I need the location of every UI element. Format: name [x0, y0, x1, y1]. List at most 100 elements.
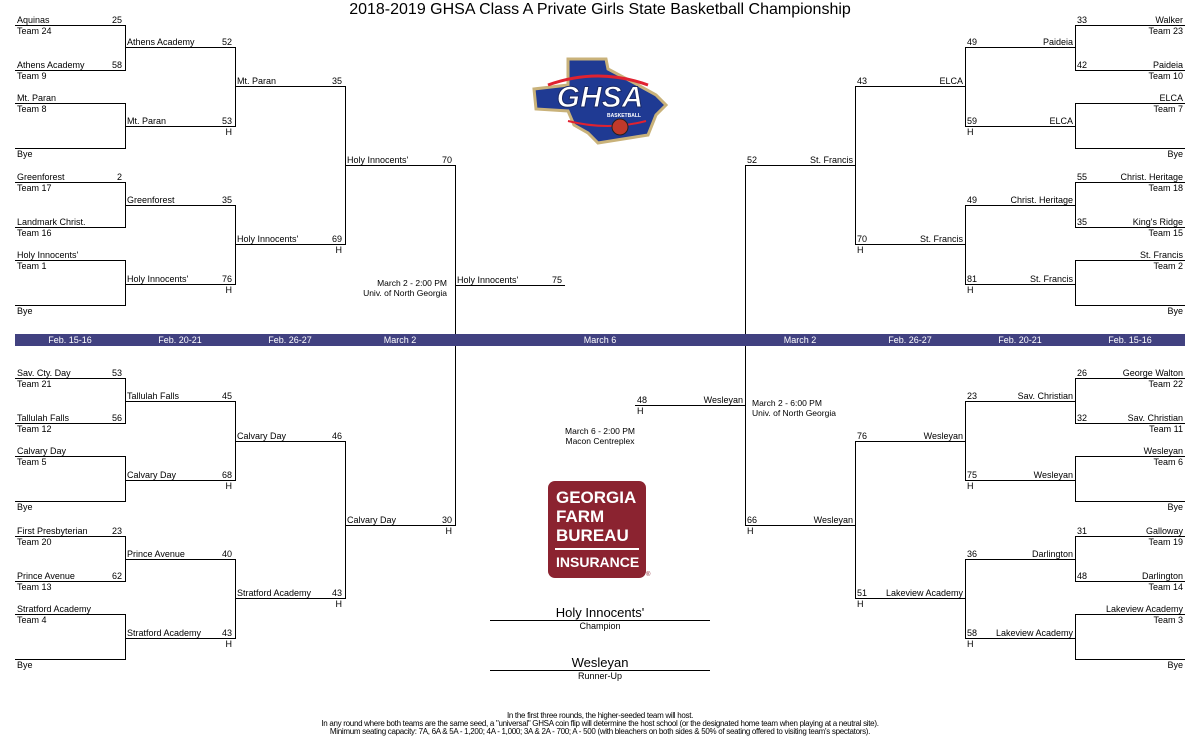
team-score: 56 — [111, 413, 122, 423]
runner-up-name: Wesleyan — [571, 655, 629, 670]
team-name: Prince Avenue — [17, 571, 75, 581]
bracket-line — [1075, 456, 1185, 457]
bracket-connector — [1075, 614, 1076, 660]
team-name: ELCA — [939, 76, 963, 86]
ghsa-logo: GHSA BASKETBALL — [532, 57, 669, 145]
team-score: 46 — [331, 431, 342, 441]
bracket-line — [855, 244, 965, 245]
host-marker: H — [637, 406, 644, 416]
round-date-label: March 6 — [583, 335, 617, 345]
team-name: Tallulah Falls — [17, 413, 70, 423]
team-name: Landmark Christ. — [17, 217, 86, 227]
bracket-line — [125, 205, 235, 206]
sponsor-line: BUREAU — [556, 526, 629, 545]
team-name: Holy Innocents' — [457, 275, 519, 285]
georgia-farm-bureau-logo: GEORGIA FARM BUREAU INSURANCE — [548, 481, 646, 578]
team-score: 23 — [111, 526, 122, 536]
team-name: Stratford Academy — [17, 604, 92, 614]
bracket-line — [15, 305, 125, 306]
team-seed: Bye — [17, 306, 33, 316]
team-seed: Team 11 — [1149, 424, 1183, 434]
bracket-line — [15, 501, 125, 502]
bracket-connector — [1075, 260, 1076, 306]
bracket-line — [15, 260, 125, 261]
team-score: 31 — [1077, 526, 1088, 536]
team-name: ELCA — [1049, 116, 1073, 126]
host-marker: H — [747, 526, 754, 536]
bracket-line — [125, 638, 235, 639]
team-name: Lakeview Academy — [885, 588, 963, 598]
bracket-connector — [1075, 103, 1076, 149]
bracket-connector — [125, 260, 126, 306]
team-name: Stratford Academy — [237, 588, 312, 598]
team-name: Lakeview Academy — [1105, 604, 1183, 614]
bracket-line — [455, 285, 565, 286]
team-score: 25 — [111, 15, 122, 25]
team-name: Galloway — [1145, 526, 1183, 536]
team-name: Sav. Christian — [1127, 413, 1183, 423]
ghsa-logo-text: GHSA — [557, 81, 644, 114]
team-name: St. Francis — [1029, 274, 1073, 284]
team-name: Mt. Paran — [127, 116, 167, 126]
team-score: 35 — [1077, 217, 1088, 227]
bracket-line — [1075, 378, 1185, 379]
sponsor-divider — [555, 548, 639, 550]
team-name: Sav. Christian — [1017, 391, 1073, 401]
game-time: March 6 - 2:00 PM — [565, 426, 635, 436]
bracket-line — [15, 103, 125, 104]
bracket-line — [1075, 70, 1185, 71]
bracket-line — [1075, 581, 1185, 582]
bracket-connector — [235, 205, 236, 285]
team-name: Aquinas — [17, 15, 50, 25]
team-name: Wesleyan — [703, 395, 743, 405]
bracket-line — [965, 401, 1075, 402]
team-name: Holy Innocents' — [347, 155, 409, 165]
team-seed: Team 8 — [17, 104, 47, 114]
bracket-connector — [125, 25, 126, 71]
team-score: 66 — [747, 515, 758, 525]
bracket-line — [1075, 182, 1185, 183]
bracket-connector — [1075, 536, 1076, 582]
bracket-connector — [345, 441, 346, 599]
team-seed: Team 13 — [17, 582, 52, 592]
team-seed: Team 9 — [17, 71, 47, 81]
host-marker: H — [225, 127, 233, 137]
round-date-label: Feb. 15-16 — [1108, 335, 1152, 345]
team-name: Holy Innocents' — [17, 250, 79, 260]
team-score: 68 — [221, 470, 232, 480]
bracket-line — [965, 47, 1075, 48]
champion-line — [490, 620, 710, 621]
host-marker: H — [225, 481, 233, 491]
team-name: Christ. Heritage — [1120, 172, 1183, 182]
team-score: 26 — [1077, 368, 1088, 378]
bracket-connector — [965, 559, 966, 639]
team-seed: Bye — [17, 149, 33, 159]
team-score: 75 — [967, 470, 978, 480]
bracket-line — [965, 126, 1075, 127]
team-name: St. Francis — [1139, 250, 1183, 260]
team-name: Calvary Day — [17, 446, 67, 456]
runner-up-line — [490, 670, 710, 671]
bracket-line — [15, 536, 125, 537]
champion-name: Holy Innocents' — [555, 605, 645, 620]
team-seed: Team 3 — [1153, 615, 1183, 625]
team-name: First Presbyterian — [17, 526, 88, 536]
bracket-line — [855, 441, 965, 442]
bracket-line — [15, 182, 125, 183]
bracket-line — [965, 284, 1075, 285]
team-score: 81 — [967, 274, 978, 284]
bracket-line — [15, 148, 125, 149]
host-marker: H — [225, 285, 233, 295]
team-score: 40 — [221, 549, 232, 559]
team-name: Greenforest — [127, 195, 175, 205]
team-score: 58 — [111, 60, 122, 70]
team-seed: Team 12 — [17, 424, 52, 434]
team-score: 43 — [857, 76, 868, 86]
team-seed: Team 20 — [17, 537, 52, 547]
team-name: Sav. Cty. Day — [17, 368, 71, 378]
bracket-connector — [965, 47, 966, 127]
team-seed: Team 21 — [17, 379, 52, 389]
round-date-label: March 2 — [383, 335, 417, 345]
team-score: 2 — [116, 172, 122, 182]
